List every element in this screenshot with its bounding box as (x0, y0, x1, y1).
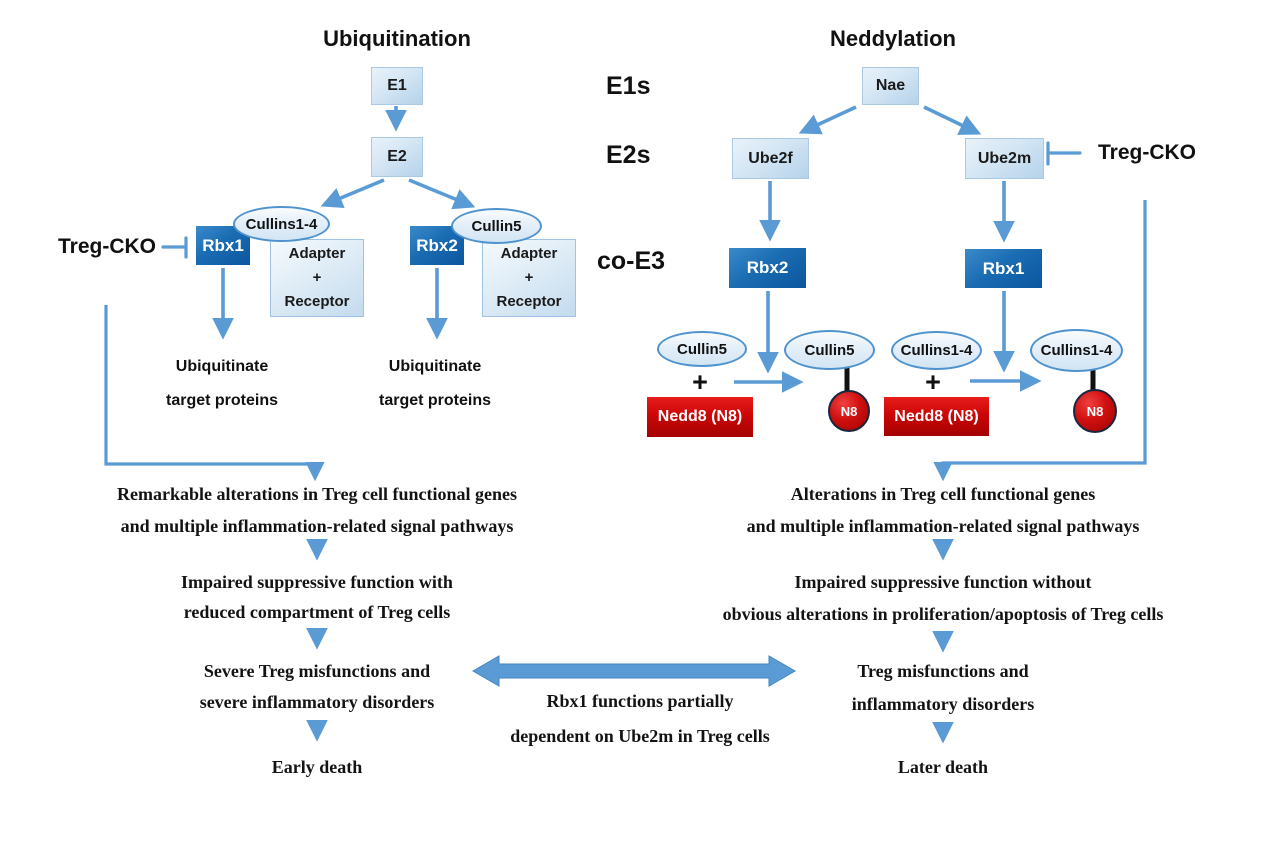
box-rbx2-ned: Rbx2 (729, 248, 806, 288)
flow-left-line5: Severe Treg misfunctions and (203, 661, 431, 681)
flow-left-line1: Remarkable alterations in Treg cell func… (117, 484, 517, 504)
flow-right-line5: Treg misfunctions and (857, 661, 1029, 681)
box-nae: Nae (862, 67, 919, 105)
box-nedd8-1: Nedd8 (N8) (647, 397, 753, 437)
plus-sign-1: + (692, 367, 708, 397)
flow-left-line6: severe inflammatory disorders (199, 692, 435, 712)
double-headed-arrow (471, 655, 797, 687)
receptor-label: Receptor (284, 293, 350, 310)
receptor-label: Receptor (496, 293, 562, 310)
title-neddylation: Neddylation (830, 26, 956, 51)
box-rbx2-ubi: Rbx2 (410, 226, 464, 265)
elbow-right-treg-cko (933, 200, 1147, 482)
arrow-nae-ube2m (923, 105, 982, 135)
inhibit-tbar-right (1046, 141, 1082, 166)
arrow-e2-cullin5 (408, 178, 476, 210)
label-target-proteins-1: target proteins (165, 392, 278, 409)
flow-right-line2: and multiple inflammation-related signal… (746, 516, 1140, 536)
row-label-e1s: E1s (606, 72, 651, 100)
arrow-nae-ube2f (798, 105, 857, 135)
box-adapter-receptor-2: Adapter + Receptor (482, 239, 576, 317)
ellipse-cullin5-ubi: Cullin5 (451, 208, 542, 244)
center-note-line2: dependent on Ube2m in Treg cells (510, 726, 770, 746)
circle-n8-1: N8 (828, 390, 870, 432)
ellipse-cullin5-conjugated: Cullin5 (784, 330, 875, 370)
ellipse-cullins14-ubi: Cullins1-4 (233, 206, 330, 242)
adapter-plus: + (524, 269, 534, 286)
arrow-e2-cullins14 (320, 178, 385, 209)
box-adapter-receptor-1: Adapter + Receptor (270, 239, 364, 317)
row-label-co-e3: co-E3 (597, 247, 666, 275)
box-ube2m: Ube2m (965, 138, 1044, 179)
label-ubiquitinate-2: Ubiquitinate (388, 358, 482, 375)
inhibit-tbar-left (161, 236, 188, 259)
box-e1: E1 (371, 67, 423, 105)
flow-left-line4: reduced compartment of Treg cells (183, 602, 451, 622)
flow-left-line3: Impaired suppressive function with (181, 572, 453, 592)
flow-right-line7: Later death (897, 757, 989, 777)
row-label-e2s: E2s (606, 141, 651, 169)
flow-left-line7: Early death (271, 757, 363, 777)
ellipse-cullins14-free: Cullins1-4 (891, 331, 982, 370)
label-target-proteins-2: target proteins (378, 392, 491, 409)
label-treg-cko-right: Treg-CKO (1098, 141, 1197, 164)
center-note-line1: Rbx1 functions partially (546, 691, 734, 711)
title-ubiquitination: Ubiquitination (323, 26, 471, 51)
ellipse-cullin5-free: Cullin5 (657, 331, 747, 367)
adapter-plus: + (312, 269, 322, 286)
flow-left-line2: and multiple inflammation-related signal… (120, 516, 514, 536)
label-treg-cko-left: Treg-CKO (58, 235, 157, 258)
label-ubiquitinate-1: Ubiquitinate (175, 358, 269, 375)
plus-sign-2: + (925, 367, 941, 397)
box-e2: E2 (371, 137, 423, 177)
box-rbx1-ned: Rbx1 (965, 249, 1042, 288)
box-ube2f: Ube2f (732, 138, 809, 179)
ellipse-cullins14-conjugated: Cullins1-4 (1030, 329, 1123, 372)
adapter-label: Adapter (288, 245, 346, 262)
flow-right-line4: obvious alterations in proliferation/apo… (722, 604, 1164, 624)
flow-right-line6: inflammatory disorders (851, 694, 1035, 714)
box-nedd8-2: Nedd8 (N8) (884, 397, 989, 436)
flow-right-line3: Impaired suppressive function without (794, 572, 1092, 592)
circle-n8-2: N8 (1073, 389, 1117, 433)
flow-right-line1: Alterations in Treg cell functional gene… (790, 484, 1096, 504)
adapter-label: Adapter (500, 245, 558, 262)
elbow-left-treg-cko (104, 305, 325, 482)
